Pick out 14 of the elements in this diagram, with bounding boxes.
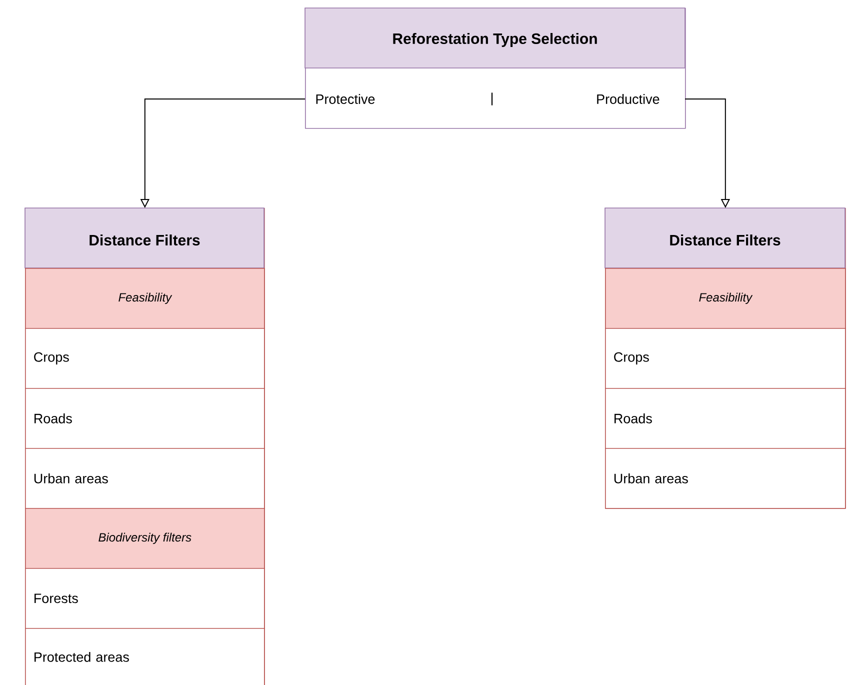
table-row: Forests xyxy=(25,568,265,629)
section-band: Biodiversity filters xyxy=(25,508,265,569)
table-row: Crops xyxy=(605,328,846,389)
table-row: Crops xyxy=(25,328,265,389)
option-text: Productive xyxy=(597,94,660,104)
table-row: Urban areas xyxy=(25,448,265,509)
section-band: Feasibility xyxy=(605,268,846,329)
table-row: Roads xyxy=(25,388,265,449)
section-band: Feasibility xyxy=(25,268,265,329)
separator-text: | xyxy=(491,92,493,106)
option-text: Protective xyxy=(316,94,375,104)
table-row: Roads xyxy=(605,388,846,449)
table-row: Protected areas xyxy=(25,628,265,685)
table-row: Urban areas xyxy=(605,448,846,509)
